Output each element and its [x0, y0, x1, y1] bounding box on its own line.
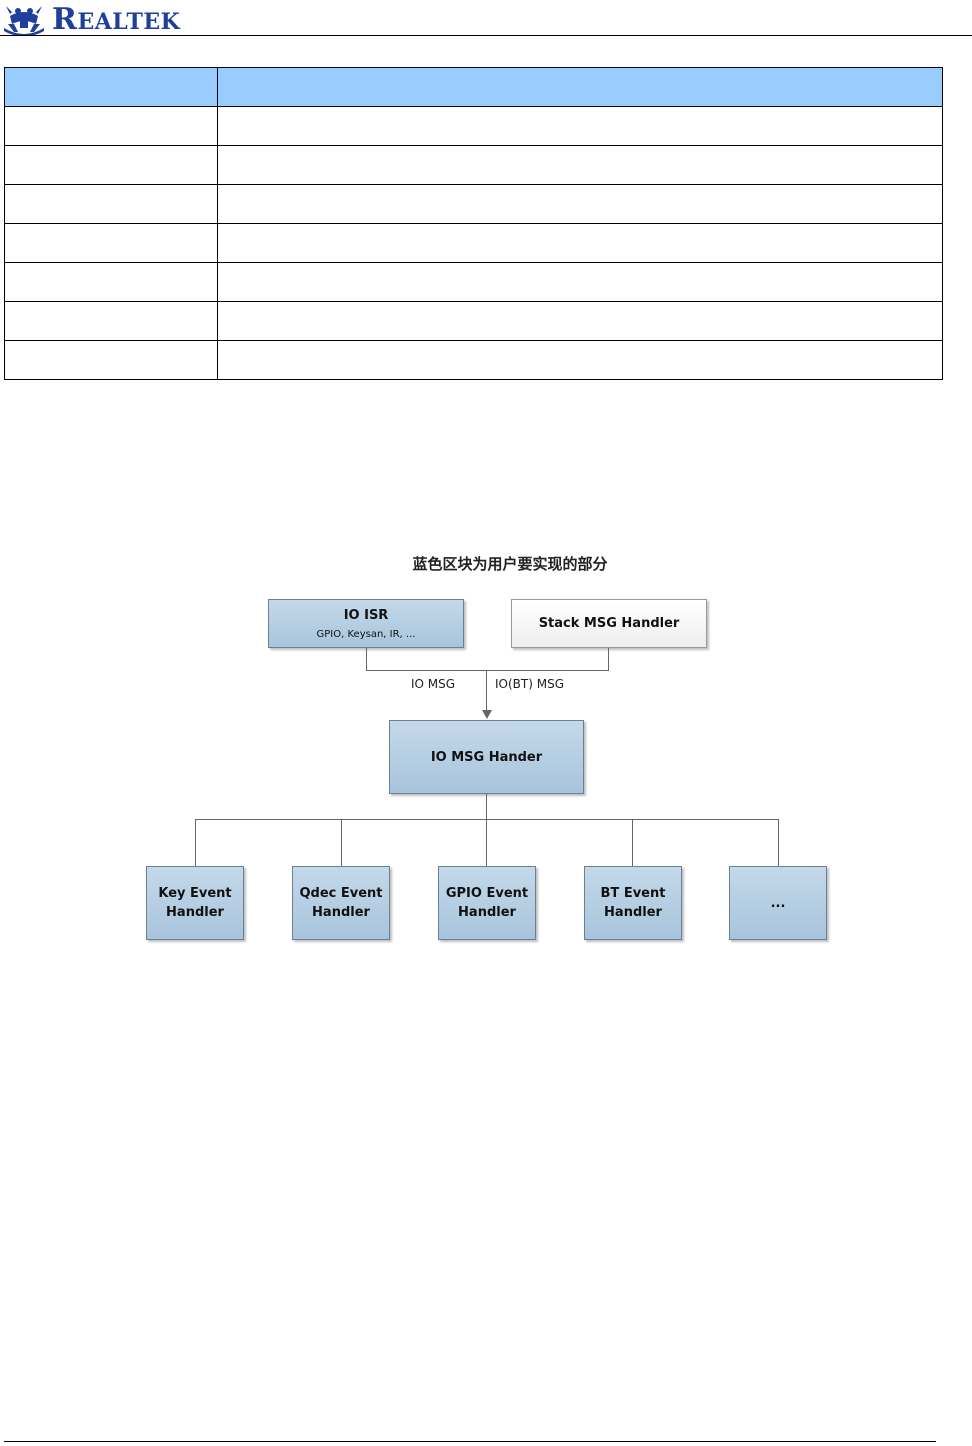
connector-gpio-handler: [486, 819, 487, 866]
stack-msg-handler-label: Stack MSG Handler: [538, 616, 680, 631]
io-msg-handler-block: IO MSG Hander: [389, 720, 584, 794]
diagram-title: 蓝色区块为用户要实现的部分: [412, 555, 608, 573]
table-cell: [217, 301, 943, 341]
brand-name: REALTEK: [52, 2, 180, 37]
handler-label-line2: Handler: [166, 905, 224, 920]
table-row: [4, 262, 943, 302]
connector-to-hub: [486, 670, 487, 710]
handler-label-line2: Handler: [604, 905, 662, 920]
table-cell: [217, 262, 943, 302]
key-event-handler-block: Key Event Handler: [146, 866, 244, 940]
io-isr-block: IO ISR GPIO, Keysan, IR, ...: [268, 599, 464, 648]
table-row: [4, 301, 943, 341]
io-isr-sources: GPIO, Keysan, IR, ...: [316, 628, 416, 640]
table-cell: [4, 301, 218, 341]
table-row: [4, 184, 943, 224]
table-cell: [217, 145, 943, 185]
connector-io-isr-down: [366, 648, 367, 670]
stack-msg-handler-block: Stack MSG Handler: [511, 599, 707, 648]
qdec-event-handler-block: Qdec Event Handler: [292, 866, 390, 940]
bt-event-handler-block: BT Event Handler: [584, 866, 682, 940]
handler-label-line2: Handler: [458, 905, 516, 920]
table-header-row: [4, 67, 943, 107]
table-cell: [217, 184, 943, 224]
handler-label-line1: BT Event: [600, 886, 666, 901]
handler-label-line1: Key Event: [158, 886, 232, 901]
handler-label-line1: Qdec Event: [299, 886, 383, 901]
table-row: [4, 106, 943, 146]
handler-label-line1: ...: [770, 895, 786, 911]
table-cell: [217, 223, 943, 263]
edge-label-io-msg: IO MSG: [411, 677, 456, 691]
table-cell: [4, 145, 218, 185]
more-handlers-block: ...: [729, 866, 827, 940]
table-cell: [217, 340, 943, 380]
table-cell: [4, 106, 218, 146]
handler-label-line1: GPIO Event: [445, 886, 529, 901]
handler-label-line2: Handler: [312, 905, 370, 920]
table-cell: [217, 106, 943, 146]
connector-bt-handler: [632, 819, 633, 866]
io-msg-handler-label: IO MSG Hander: [430, 749, 543, 765]
table-header-cell: [217, 67, 943, 107]
table-row: [4, 223, 943, 263]
gpio-event-handler-block: GPIO Event Handler: [438, 866, 536, 940]
arrow-to-hub-icon: [482, 710, 492, 719]
table-cell: [4, 184, 218, 224]
table-cell: [4, 340, 218, 380]
brand-rest: EALTEK: [77, 9, 181, 35]
connector-more-handler: [778, 819, 779, 866]
spec-table: [4, 67, 943, 380]
connector-qdec-handler: [341, 819, 342, 866]
connector-hub-down: [486, 794, 487, 819]
footer-divider: [4, 1441, 936, 1442]
table-row: [4, 340, 943, 380]
brand-initial: R: [52, 2, 78, 37]
table-row: [4, 145, 943, 185]
table-header-cell: [4, 67, 218, 107]
io-isr-label: IO ISR: [343, 607, 389, 623]
page-header: REALTEK: [0, 0, 972, 37]
table-cell: [4, 262, 218, 302]
connector-stack-down: [608, 648, 609, 670]
connector-key-handler: [195, 819, 196, 866]
header-divider: [0, 35, 972, 36]
edge-label-io-bt-msg: IO(BT) MSG: [495, 677, 564, 691]
realtek-crab-logo-icon: [4, 6, 44, 36]
connector-merge: [366, 670, 609, 671]
table-cell: [4, 223, 218, 263]
